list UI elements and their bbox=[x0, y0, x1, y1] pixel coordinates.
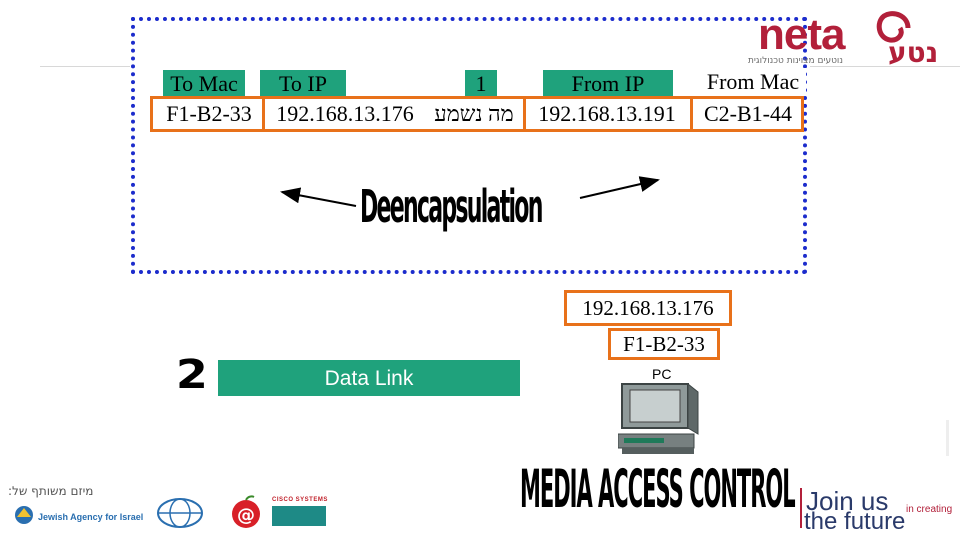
deencapsulation-arrows bbox=[280, 176, 660, 207]
in-creating-label: in creating bbox=[906, 504, 953, 515]
from-ip-header: From IP bbox=[543, 70, 673, 96]
divider bbox=[800, 488, 802, 528]
sponsor-globe-icon bbox=[157, 498, 203, 528]
the-future-logo: the future bbox=[804, 508, 906, 535]
left-arrow bbox=[280, 187, 357, 207]
neta-logo: neta bbox=[758, 10, 845, 59]
from-mac-header: From Mac bbox=[700, 68, 806, 94]
frame-row bbox=[150, 96, 804, 132]
svg-text:@: @ bbox=[237, 505, 255, 526]
frame-border bbox=[131, 17, 807, 274]
data-link-layer-button[interactable]: Data Link bbox=[218, 360, 520, 396]
pc-label: PC bbox=[652, 366, 672, 382]
divider bbox=[946, 420, 949, 456]
deencapsulation-label: Deencapsulation bbox=[360, 180, 543, 233]
cisco-logo: CISCO SYSTEMS bbox=[272, 497, 328, 503]
layer-number: 2 bbox=[175, 352, 208, 398]
jewish-agency-logo: Jewish Agency for Israel bbox=[38, 512, 144, 522]
frame-separator bbox=[523, 99, 526, 129]
payload-value: מה נשמע bbox=[434, 101, 514, 126]
to-mac-header: To Mac bbox=[163, 70, 245, 96]
jewish-agency-emblem-icon bbox=[15, 506, 33, 524]
divider bbox=[810, 66, 960, 67]
destination-ip-box: 192.168.13.176 bbox=[564, 290, 732, 326]
divider bbox=[40, 66, 130, 67]
from-ip-value: 192.168.13.191 bbox=[538, 101, 676, 126]
pc-icon[interactable] bbox=[618, 382, 704, 456]
frame-separator bbox=[690, 99, 693, 129]
to-ip-value: 192.168.13.176 bbox=[276, 101, 414, 126]
join-us-logo: Join us bbox=[806, 486, 889, 516]
neta-swirl-icon bbox=[876, 11, 911, 43]
to-mac-value: F1-B2-33 bbox=[166, 101, 252, 126]
sponsored-by-label: מיזם משותף של: bbox=[8, 484, 94, 498]
right-arrow bbox=[579, 176, 660, 199]
cisco-bridge-image bbox=[272, 506, 326, 526]
neta-hebrew-logo: נטע bbox=[888, 36, 939, 69]
apple-at-icon: @ bbox=[232, 495, 260, 528]
to-ip-header: To IP bbox=[260, 70, 346, 96]
from-mac-value: C2-B1-44 bbox=[704, 101, 792, 126]
frame-separator bbox=[262, 99, 265, 129]
destination-mac-box: F1-B2-33 bbox=[608, 328, 720, 360]
media-access-control-label: MEDIA ACCESS CONTROL bbox=[520, 458, 796, 520]
neta-tagline: נוטעים מצוינות טכנולוגית bbox=[748, 56, 843, 66]
number-header: 1 bbox=[465, 70, 497, 96]
